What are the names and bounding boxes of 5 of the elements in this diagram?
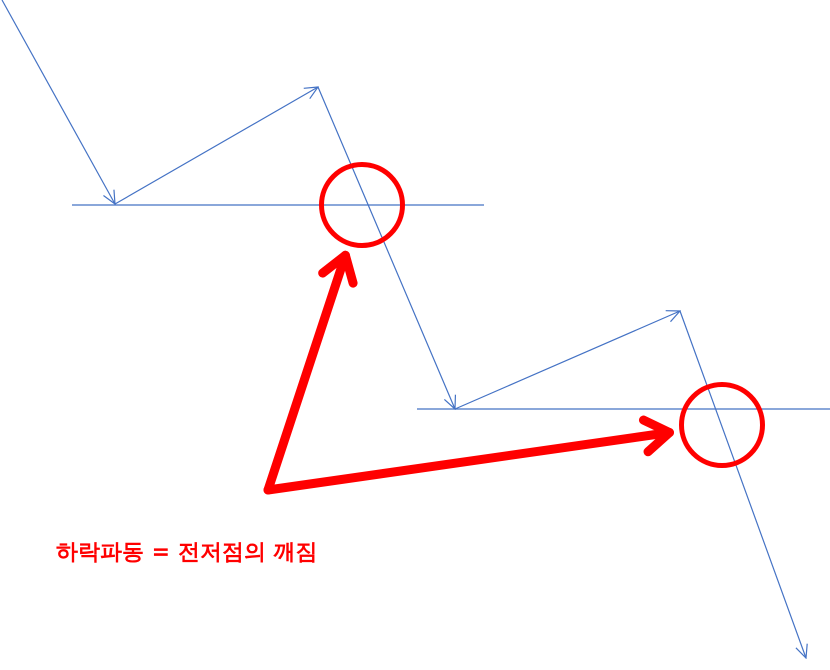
highlight-circle (319, 162, 405, 248)
annotation-text: 하락파동 = 전저점의 깨짐 (56, 540, 318, 566)
arrow (264, 416, 674, 494)
arrow (264, 250, 358, 494)
highlight-circle (679, 382, 765, 468)
